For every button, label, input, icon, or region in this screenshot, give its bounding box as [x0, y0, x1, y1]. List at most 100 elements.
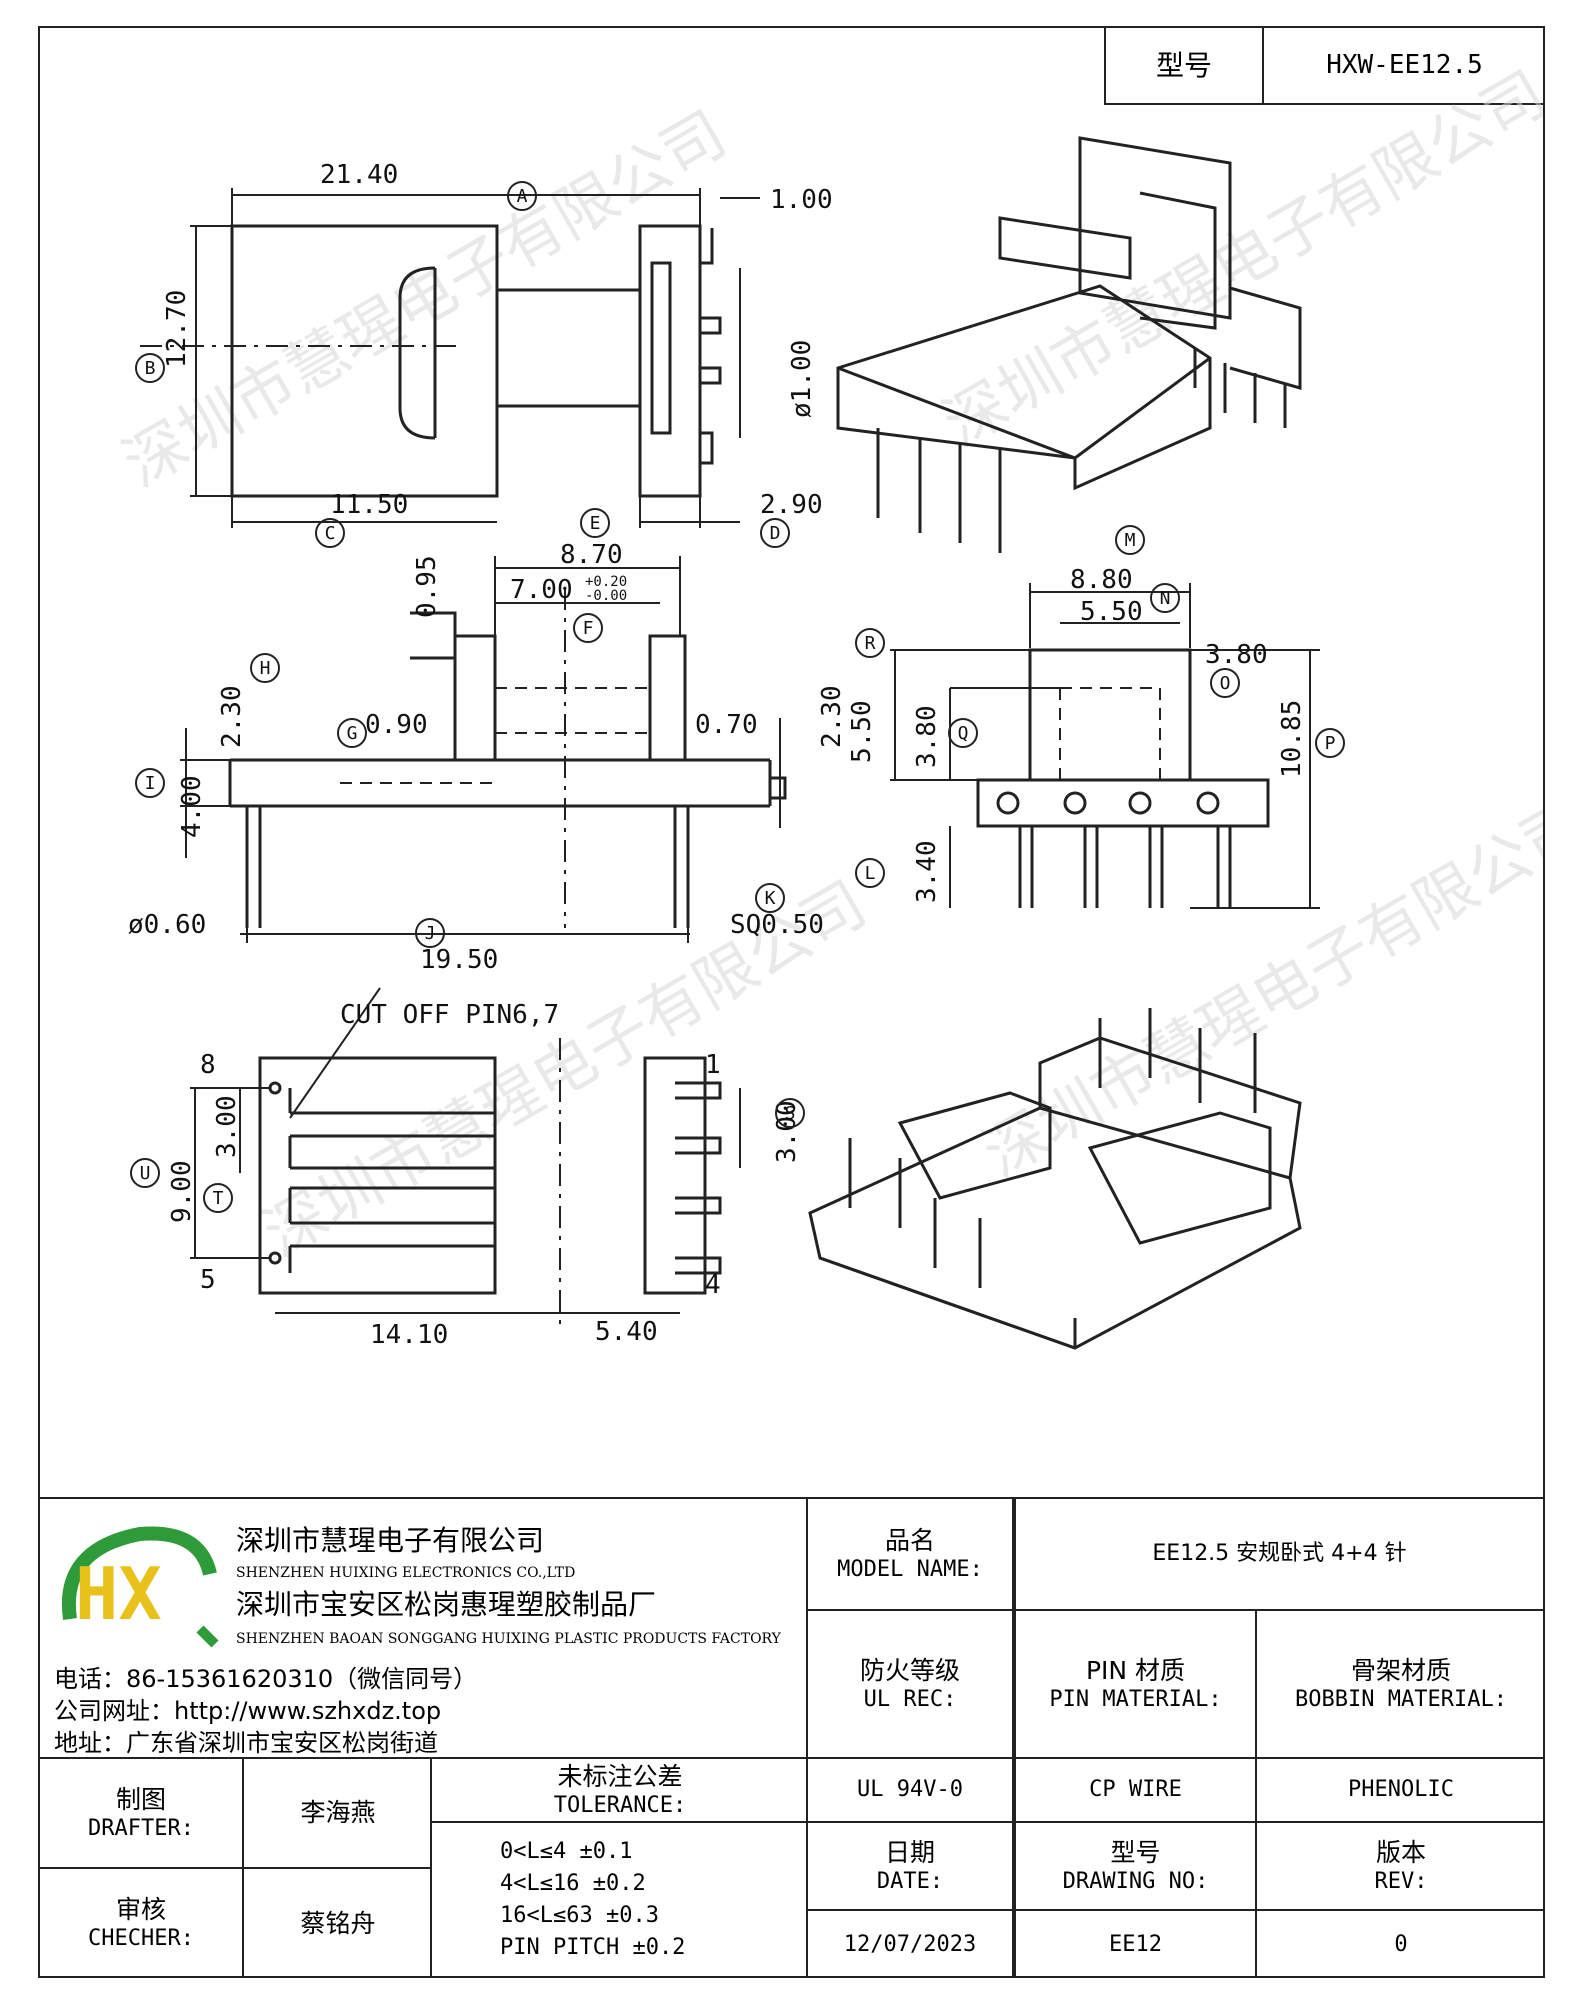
dim-side-090: 0.90	[365, 710, 428, 740]
dim-side-230-right: 2.30	[817, 685, 847, 748]
dim-end-q: 3.80	[912, 705, 942, 768]
divider	[806, 1497, 808, 1978]
drafter-label-cn: 制图	[115, 1784, 166, 1814]
date-value: 12/07/2023	[808, 1911, 1014, 1978]
pin-label-5: 5	[200, 1265, 216, 1295]
ul-label-cn: 防火等级	[859, 1655, 960, 1685]
dim-side-f-tol-lower: -0.00	[585, 588, 627, 604]
callout-markers	[130, 181, 1345, 1213]
model-name-label-cn: 品名	[884, 1525, 935, 1555]
svg-text:U: U	[140, 1163, 151, 1184]
divider	[1014, 1497, 1016, 1978]
pin-label-4: 4	[705, 1270, 721, 1300]
dim-bottom-900: 9.00	[167, 1160, 197, 1223]
rev-label: 版本 REV:	[1259, 1823, 1543, 1909]
svg-text:K: K	[765, 888, 776, 909]
dim-end-n: 5.50	[1080, 597, 1143, 627]
dimension-labels: 21.40 1.00 12.70 ø1.00 11.50 2.90 8.70 7…	[128, 160, 1307, 1350]
dim-side-e: 8.70	[560, 540, 623, 570]
svg-text:D: D	[770, 523, 781, 544]
drafter-label: 制图 DRAFTER:	[40, 1759, 244, 1867]
dim-top-pin-pitch: 1.00	[770, 185, 833, 215]
dim-side-070: 0.70	[695, 710, 758, 740]
drawing-no-label-cn: 型号	[1110, 1837, 1161, 1867]
drafter-label-en: DRAFTER:	[88, 1815, 194, 1841]
dim-side-230-left: 2.30	[217, 685, 247, 748]
dim-top-height: 12.70	[162, 290, 192, 368]
tolerance-line: 4<L≤16 ±0.2	[500, 1871, 646, 1896]
tolerance-line: 0<L≤4 ±0.1	[500, 1839, 633, 1864]
svg-text:S: S	[785, 1103, 796, 1124]
dim-end-l: 3.40	[912, 840, 942, 903]
company-address: 地址：广东省深圳市宝安区松岗街道	[54, 1729, 438, 1757]
watermark-text: 深圳市慧瑆电子有限公司	[931, 57, 1543, 461]
factory-name-cn: 深圳市宝安区松岗惠瑆塑胶制品厂	[236, 1588, 657, 1621]
divider	[806, 1909, 1543, 1911]
svg-text:P: P	[1325, 733, 1336, 754]
model-header-label: 型号	[1106, 28, 1264, 103]
drafter-value: 李海燕	[246, 1759, 432, 1867]
tolerance-lines: 0<L≤4 ±0.1 4<L≤16 ±0.2 16<L≤63 ±0.3 PIN …	[500, 1836, 685, 1964]
svg-text:E: E	[590, 513, 601, 534]
pin-material-label-cn: PIN 材质	[1085, 1655, 1186, 1685]
pin-material-label: PIN 材质 PIN MATERIAL:	[1016, 1611, 1257, 1757]
drawing-sheet: 型号 HXW-EE12.5 深圳市慧瑆电子有限公司 深圳市慧瑆电子有限公司 深圳…	[38, 26, 1545, 1978]
svg-text:J: J	[425, 923, 436, 944]
svg-text:F: F	[583, 618, 594, 639]
tolerance-line: 16<L≤63 ±0.3	[500, 1903, 659, 1928]
callout-letters: A B C D E F G H I J K M N O P Q R L U T …	[140, 186, 1336, 1209]
pin-label-1: 1	[705, 1050, 721, 1080]
ul-label-en: UL REC:	[863, 1686, 957, 1712]
dim-side-f: 7.00	[510, 575, 573, 605]
pin-label-8: 8	[200, 1050, 216, 1080]
divider	[40, 1757, 1543, 1759]
divider	[806, 1609, 1543, 1611]
dim-end-p: 10.85	[1277, 700, 1307, 778]
model-name-label-en: MODEL NAME:	[837, 1556, 983, 1582]
pin-material-label-en: PIN MATERIAL:	[1049, 1686, 1222, 1712]
company-panel: HX 深圳市慧瑆电子有限公司 SHENZHEN HUIXING ELECTRON…	[40, 1499, 806, 1763]
checker-label-cn: 审核	[115, 1895, 166, 1925]
checker-value: 蔡铭舟	[246, 1869, 432, 1978]
bobbin-material-label-en: BOBBIN MATERIAL:	[1295, 1686, 1507, 1712]
company-name-en: SHENZHEN HUIXING ELECTRONICS CO.,LTD	[236, 1565, 576, 1581]
dim-bottom-540: 5.40	[595, 1317, 658, 1347]
model-name-value: EE12.5 安规卧式 4+4 针	[1152, 1541, 1407, 1567]
svg-text:B: B	[145, 358, 156, 379]
company-phone: 电话：86-15361620310（微信同号）	[54, 1665, 478, 1693]
svg-text:Q: Q	[958, 723, 969, 744]
model-header-value: HXW-EE12.5	[1326, 50, 1483, 81]
svg-text:G: G	[347, 723, 358, 744]
rev-label-cn: 版本	[1375, 1837, 1426, 1867]
rev-value: 0	[1394, 1931, 1408, 1957]
tolerance-line: PIN PITCH ±0.2	[500, 1935, 686, 1960]
bobbin-material-label-cn: 骨架材质	[1350, 1655, 1451, 1685]
company-logo: HX	[61, 1526, 219, 1648]
factory-name-en: SHENZHEN BAOAN SONGGANG HUIXING PLASTIC …	[236, 1631, 781, 1647]
dim-bottom-1410: 14.10	[370, 1320, 448, 1350]
date-label: 日期 DATE:	[808, 1823, 1014, 1909]
logo-letter-h: HX	[75, 1552, 162, 1636]
rev-label-en: REV:	[1374, 1868, 1428, 1894]
divider	[432, 1821, 806, 1823]
model-name-label: 品名 MODEL NAME:	[808, 1499, 1014, 1609]
dim-top-width: 21.40	[320, 160, 398, 190]
bobbin-material-value: PHENOLIC	[1348, 1777, 1454, 1803]
line-work	[140, 136, 1320, 1350]
divider	[806, 1821, 1543, 1823]
watermark-text: 深圳市慧瑆电子有限公司	[111, 97, 738, 501]
watermark-text: 深圳市慧瑆电子有限公司	[971, 787, 1543, 1191]
tolerance-label-en: TOLERANCE:	[553, 1792, 687, 1818]
ul-label: 防火等级 UL REC:	[808, 1611, 1014, 1757]
drawing-no-label-en: DRAWING NO:	[1062, 1868, 1209, 1894]
cut-off-note: CUT OFF PIN6,7	[340, 1000, 559, 1030]
svg-text:A: A	[517, 186, 528, 207]
ul-value: UL 94V-0	[808, 1759, 1014, 1821]
svg-text:T: T	[213, 1188, 224, 1209]
dim-bottom-300-left: 3.00	[212, 1095, 242, 1158]
pin-material-value: CP WIRE	[1016, 1759, 1257, 1821]
checker-label-en: CHECHER:	[88, 1926, 194, 1952]
title-block-top-line	[40, 1497, 1543, 1499]
divider	[40, 1867, 432, 1869]
dim-side-pin-dia: ø0.60	[128, 910, 206, 940]
